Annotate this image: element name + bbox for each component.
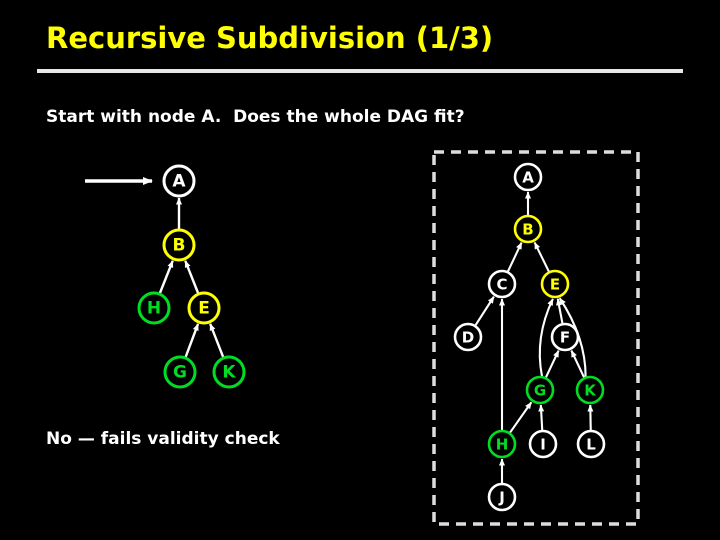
node-label-E: E (550, 276, 560, 294)
node-label-A: A (172, 172, 186, 192)
node-label-C: C (496, 276, 507, 294)
node-label-F: F (560, 329, 570, 347)
node-G[interactable]: G (163, 355, 197, 389)
node-label-H: H (147, 299, 161, 319)
edge-E-B (184, 260, 200, 294)
edge-G-E (538, 298, 554, 377)
node-C[interactable]: C (487, 269, 517, 299)
prompt-text: Start with node A. Does the whole DAG fi… (46, 107, 465, 127)
dashed-box-outline (432, 150, 640, 526)
node-B[interactable]: B (513, 214, 543, 244)
node-A[interactable]: A (162, 164, 196, 198)
node-circle-L (576, 429, 606, 459)
node-circle-I (528, 429, 558, 459)
node-K[interactable]: K (575, 375, 605, 405)
page-title: Recursive Subdivision (1/3) (46, 21, 494, 55)
edge-F-E (556, 298, 564, 324)
left-diagram-edges (158, 197, 225, 358)
node-circle-F (550, 322, 580, 352)
edge-K-E (209, 323, 225, 358)
node-J[interactable]: J (487, 482, 517, 512)
edge-D-C (474, 296, 495, 326)
node-label-E: E (198, 299, 210, 319)
node-circle-G (163, 355, 197, 389)
node-label-G: G (534, 382, 546, 400)
edge-G-E (184, 323, 200, 358)
node-E[interactable]: E (540, 269, 570, 299)
node-H[interactable]: H (487, 429, 517, 459)
node-circle-D (453, 322, 483, 352)
node-label-B: B (173, 236, 186, 256)
edge-C-B (507, 242, 523, 272)
node-circle-G (525, 375, 555, 405)
node-F[interactable]: F (550, 322, 580, 352)
node-G[interactable]: G (525, 375, 555, 405)
node-circle-K (212, 355, 246, 389)
left-diagram-nodes: A B H E G K (137, 164, 246, 389)
node-circle-J (487, 482, 517, 512)
node-circle-H (487, 429, 517, 459)
node-circle-C (487, 269, 517, 299)
edge-G-F (545, 350, 560, 378)
node-K[interactable]: K (212, 355, 246, 389)
node-label-B: B (522, 221, 533, 239)
node-label-H: H (496, 436, 509, 454)
title-divider (37, 69, 683, 73)
node-circle-B (162, 228, 196, 262)
right-diagram-nodes: A B C E D F G K H I L J (453, 162, 606, 512)
verdict-text: No — fails validity check (46, 429, 280, 449)
node-circle-A (513, 162, 543, 192)
edge-E-B (533, 242, 550, 272)
node-circle-A (162, 164, 196, 198)
edge-H-B (158, 260, 174, 294)
node-label-K: K (222, 363, 236, 383)
node-label-J: J (498, 489, 505, 507)
edge-K-F (570, 350, 585, 378)
node-label-D: D (462, 329, 474, 347)
node-L[interactable]: L (576, 429, 606, 459)
node-label-G: G (173, 363, 187, 383)
node-circle-E (540, 269, 570, 299)
dashed-selection-box (432, 150, 640, 526)
node-circle-E (187, 291, 221, 325)
node-A[interactable]: A (513, 162, 543, 192)
node-label-I: I (540, 436, 546, 454)
right-diagram-edges (474, 191, 594, 483)
node-I[interactable]: I (528, 429, 558, 459)
node-D[interactable]: D (453, 322, 483, 352)
node-E[interactable]: E (187, 291, 221, 325)
node-H[interactable]: H (137, 291, 171, 325)
edge-I-G (538, 404, 545, 431)
node-label-L: L (586, 436, 596, 454)
node-circle-B (513, 214, 543, 244)
node-circle-K (575, 375, 605, 405)
edge-H-G (509, 401, 533, 434)
node-label-A: A (522, 169, 534, 187)
node-label-K: K (584, 382, 597, 400)
node-B[interactable]: B (162, 228, 196, 262)
node-circle-H (137, 291, 171, 325)
